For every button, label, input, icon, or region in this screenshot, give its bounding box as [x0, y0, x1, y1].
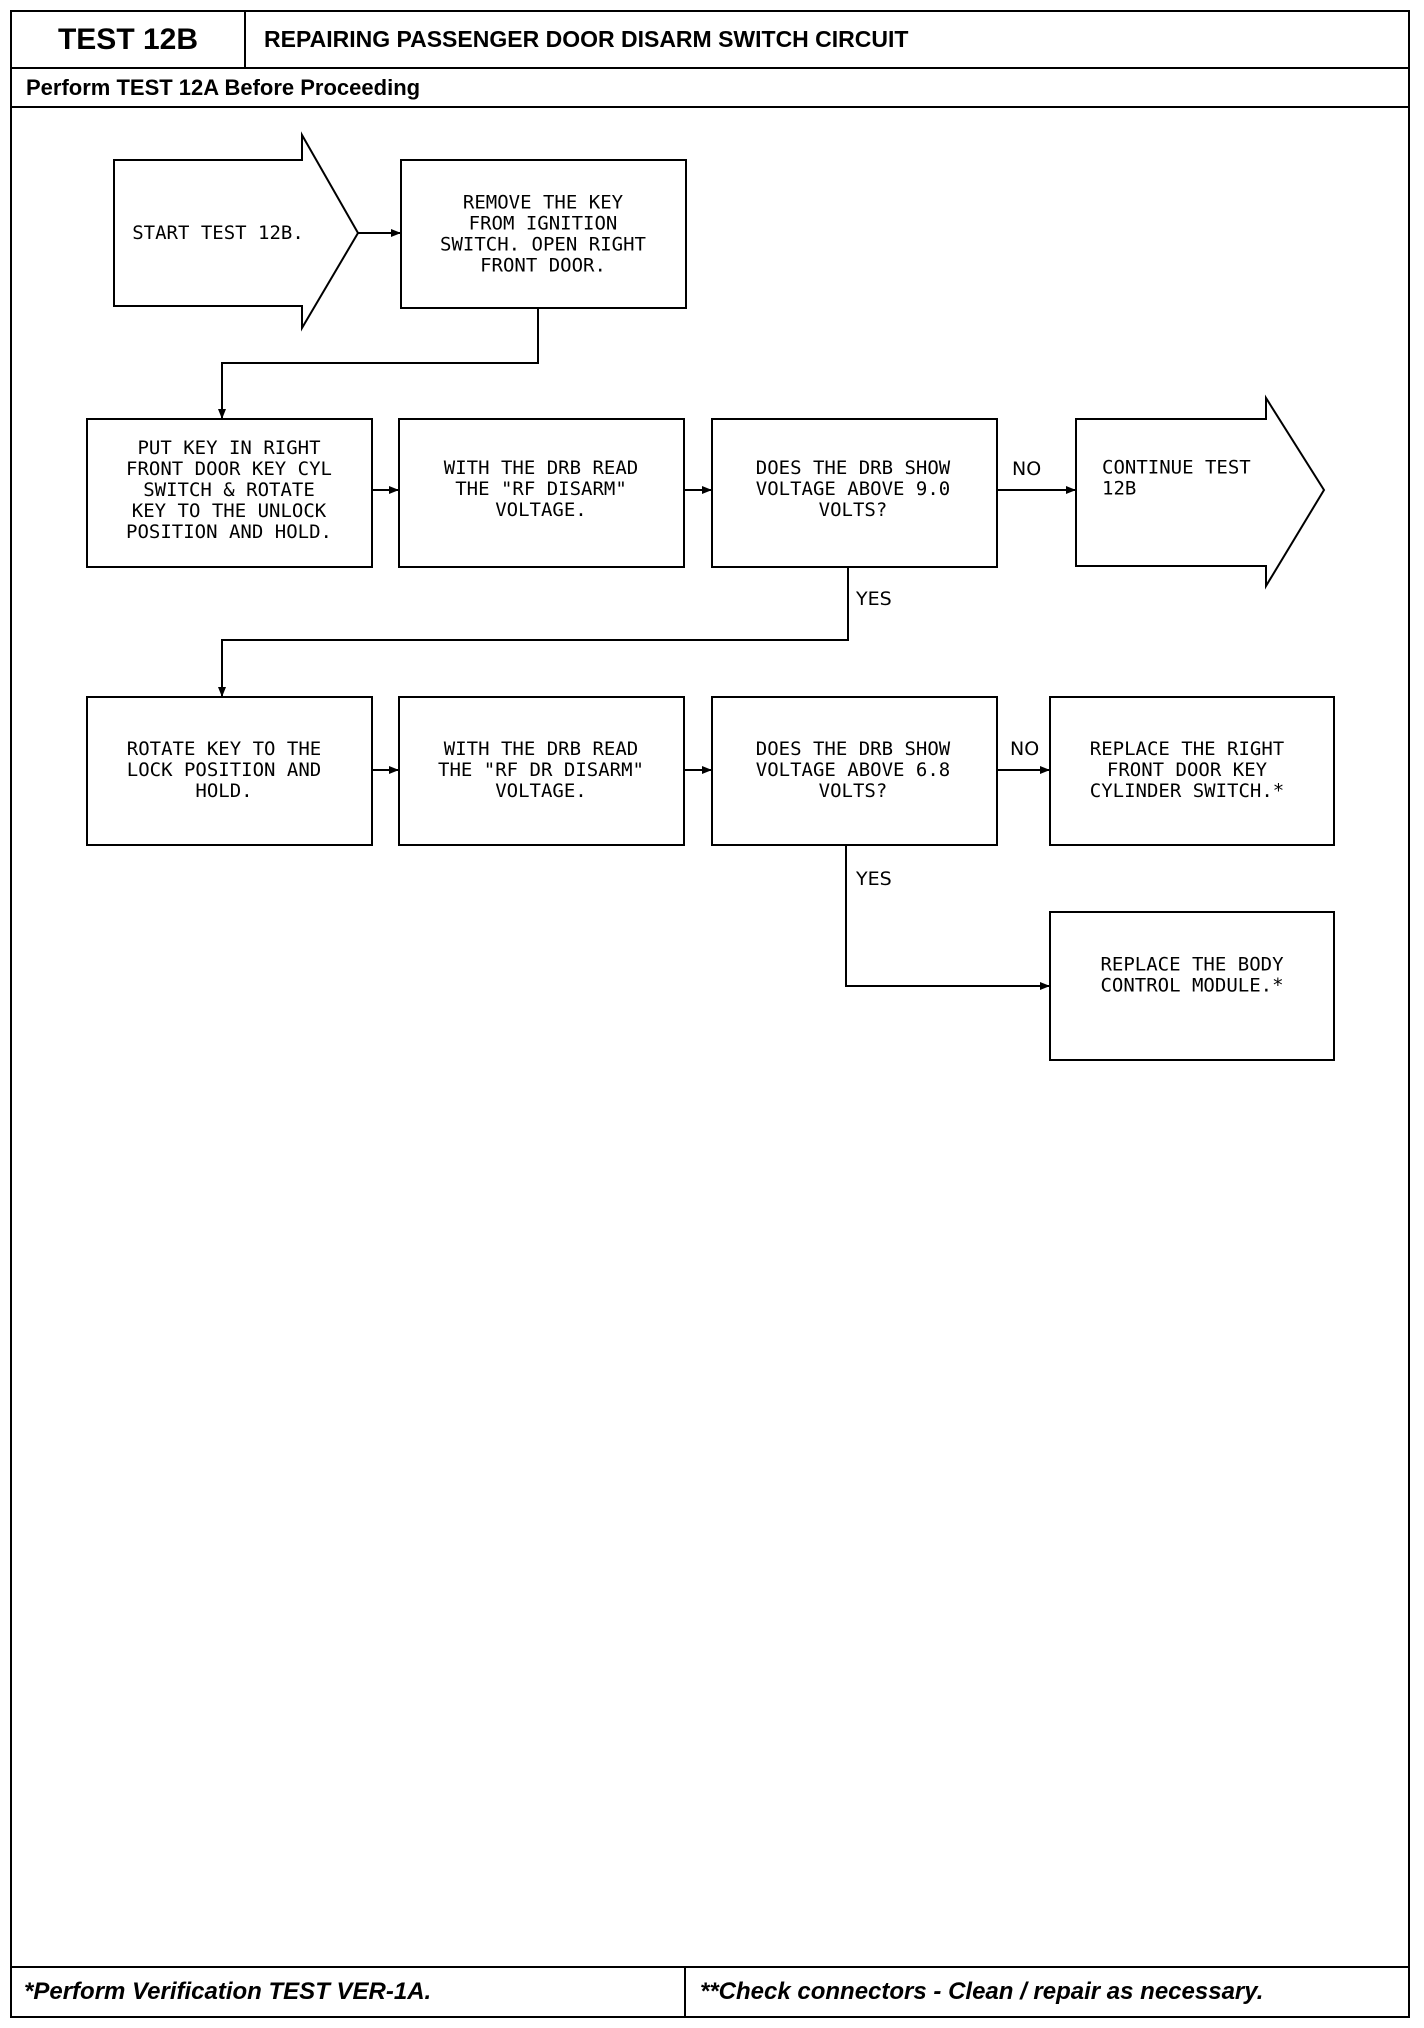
- read-rf-disarm-box: [398, 418, 685, 568]
- box-text-line: VOLTS?: [819, 499, 888, 521]
- box-text-line: 12B: [1102, 478, 1136, 500]
- label-yes-1: YES: [855, 588, 892, 610]
- box-text-line: SWITCH. OPEN RIGHT: [440, 234, 646, 256]
- box-text-line: WITH THE DRB READ: [444, 738, 638, 760]
- box-text-line: CONTINUE TEST: [1102, 457, 1251, 479]
- box-text-line: SWITCH & ROTATE: [143, 479, 315, 501]
- box-text-line: FRONT DOOR.: [480, 255, 606, 277]
- box-text-line: THE "RF DR DISARM": [438, 759, 644, 781]
- box-text-line: KEY TO THE UNLOCK: [132, 500, 327, 522]
- continue-arrow-shape: [1075, 394, 1326, 590]
- box-text-line: DOES THE DRB SHOW: [756, 738, 951, 760]
- connector-decision-yes-to-replace-bcm: [845, 845, 1050, 990]
- box-text-line: FROM IGNITION: [469, 213, 618, 235]
- box-text-line: VOLTAGE.: [495, 499, 587, 521]
- remove-key-box: [400, 159, 687, 309]
- test-id: TEST 12B: [12, 12, 246, 67]
- box-text-line: WITH THE DRB READ: [444, 457, 638, 479]
- footer-verification-note: *Perform Verification TEST VER-1A.: [12, 1968, 686, 2016]
- footer-connector-note: **Check connectors - Clean / repair as n…: [700, 1978, 1264, 2005]
- box-text-line: VOLTS?: [819, 780, 888, 802]
- label-no-1: NO: [1012, 458, 1041, 480]
- box-text-line: THE "RF DISARM": [455, 478, 627, 500]
- put-key-box: [86, 418, 373, 568]
- box-text-line: FRONT DOOR KEY CYL: [126, 458, 332, 480]
- replace-bcm-box: [1049, 911, 1335, 1061]
- box-text-line: FRONT DOOR KEY: [1107, 759, 1268, 781]
- footer-row: *Perform Verification TEST VER-1A. **Che…: [12, 1966, 1408, 2016]
- header-row: TEST 12B REPAIRING PASSENGER DOOR DISARM…: [12, 12, 1408, 69]
- connector-decision-yes-to-rotate: [218, 567, 849, 697]
- box-text-line: DOES THE DRB SHOW: [756, 457, 951, 479]
- connector-remove-to-put: [218, 308, 539, 419]
- box-text-line: POSITION AND HOLD.: [126, 521, 332, 543]
- test-title: REPAIRING PASSENGER DOOR DISARM SWITCH C…: [264, 26, 909, 52]
- start-arrow-shape: [113, 131, 360, 332]
- page-frame: TEST 12B REPAIRING PASSENGER DOOR DISARM…: [10, 10, 1410, 2018]
- box-text-line: START TEST 12B.: [132, 222, 304, 244]
- start-text: START TEST 12B.: [132, 222, 304, 244]
- box-text-line: VOLTAGE ABOVE 9.0: [756, 478, 950, 500]
- box-text-line: VOLTAGE.: [495, 780, 587, 802]
- box-text-line: PUT KEY IN RIGHT: [137, 437, 320, 459]
- box-text-line: LOCK POSITION AND: [127, 759, 321, 781]
- box-text-line: REMOVE THE KEY: [463, 192, 624, 214]
- box-text-line: REPLACE THE RIGHT: [1090, 738, 1284, 760]
- replace-switch-box: [1049, 696, 1335, 846]
- decision-9v-box: [711, 418, 998, 568]
- label-no-2: NO: [1010, 738, 1039, 760]
- prerequisite-note: Perform TEST 12A Before Proceeding: [12, 69, 1408, 108]
- label-yes-2: YES: [855, 868, 892, 890]
- box-text-line: CONTROL MODULE.*: [1100, 975, 1283, 997]
- box-text-line: CYLINDER SWITCH.*: [1090, 780, 1284, 802]
- box-text-line: VOLTAGE ABOVE 6.8: [756, 759, 950, 781]
- box-text-line: ROTATE KEY TO THE: [127, 738, 321, 760]
- box-text-line: HOLD.: [195, 780, 252, 802]
- box-text-line: REPLACE THE BODY: [1100, 954, 1284, 976]
